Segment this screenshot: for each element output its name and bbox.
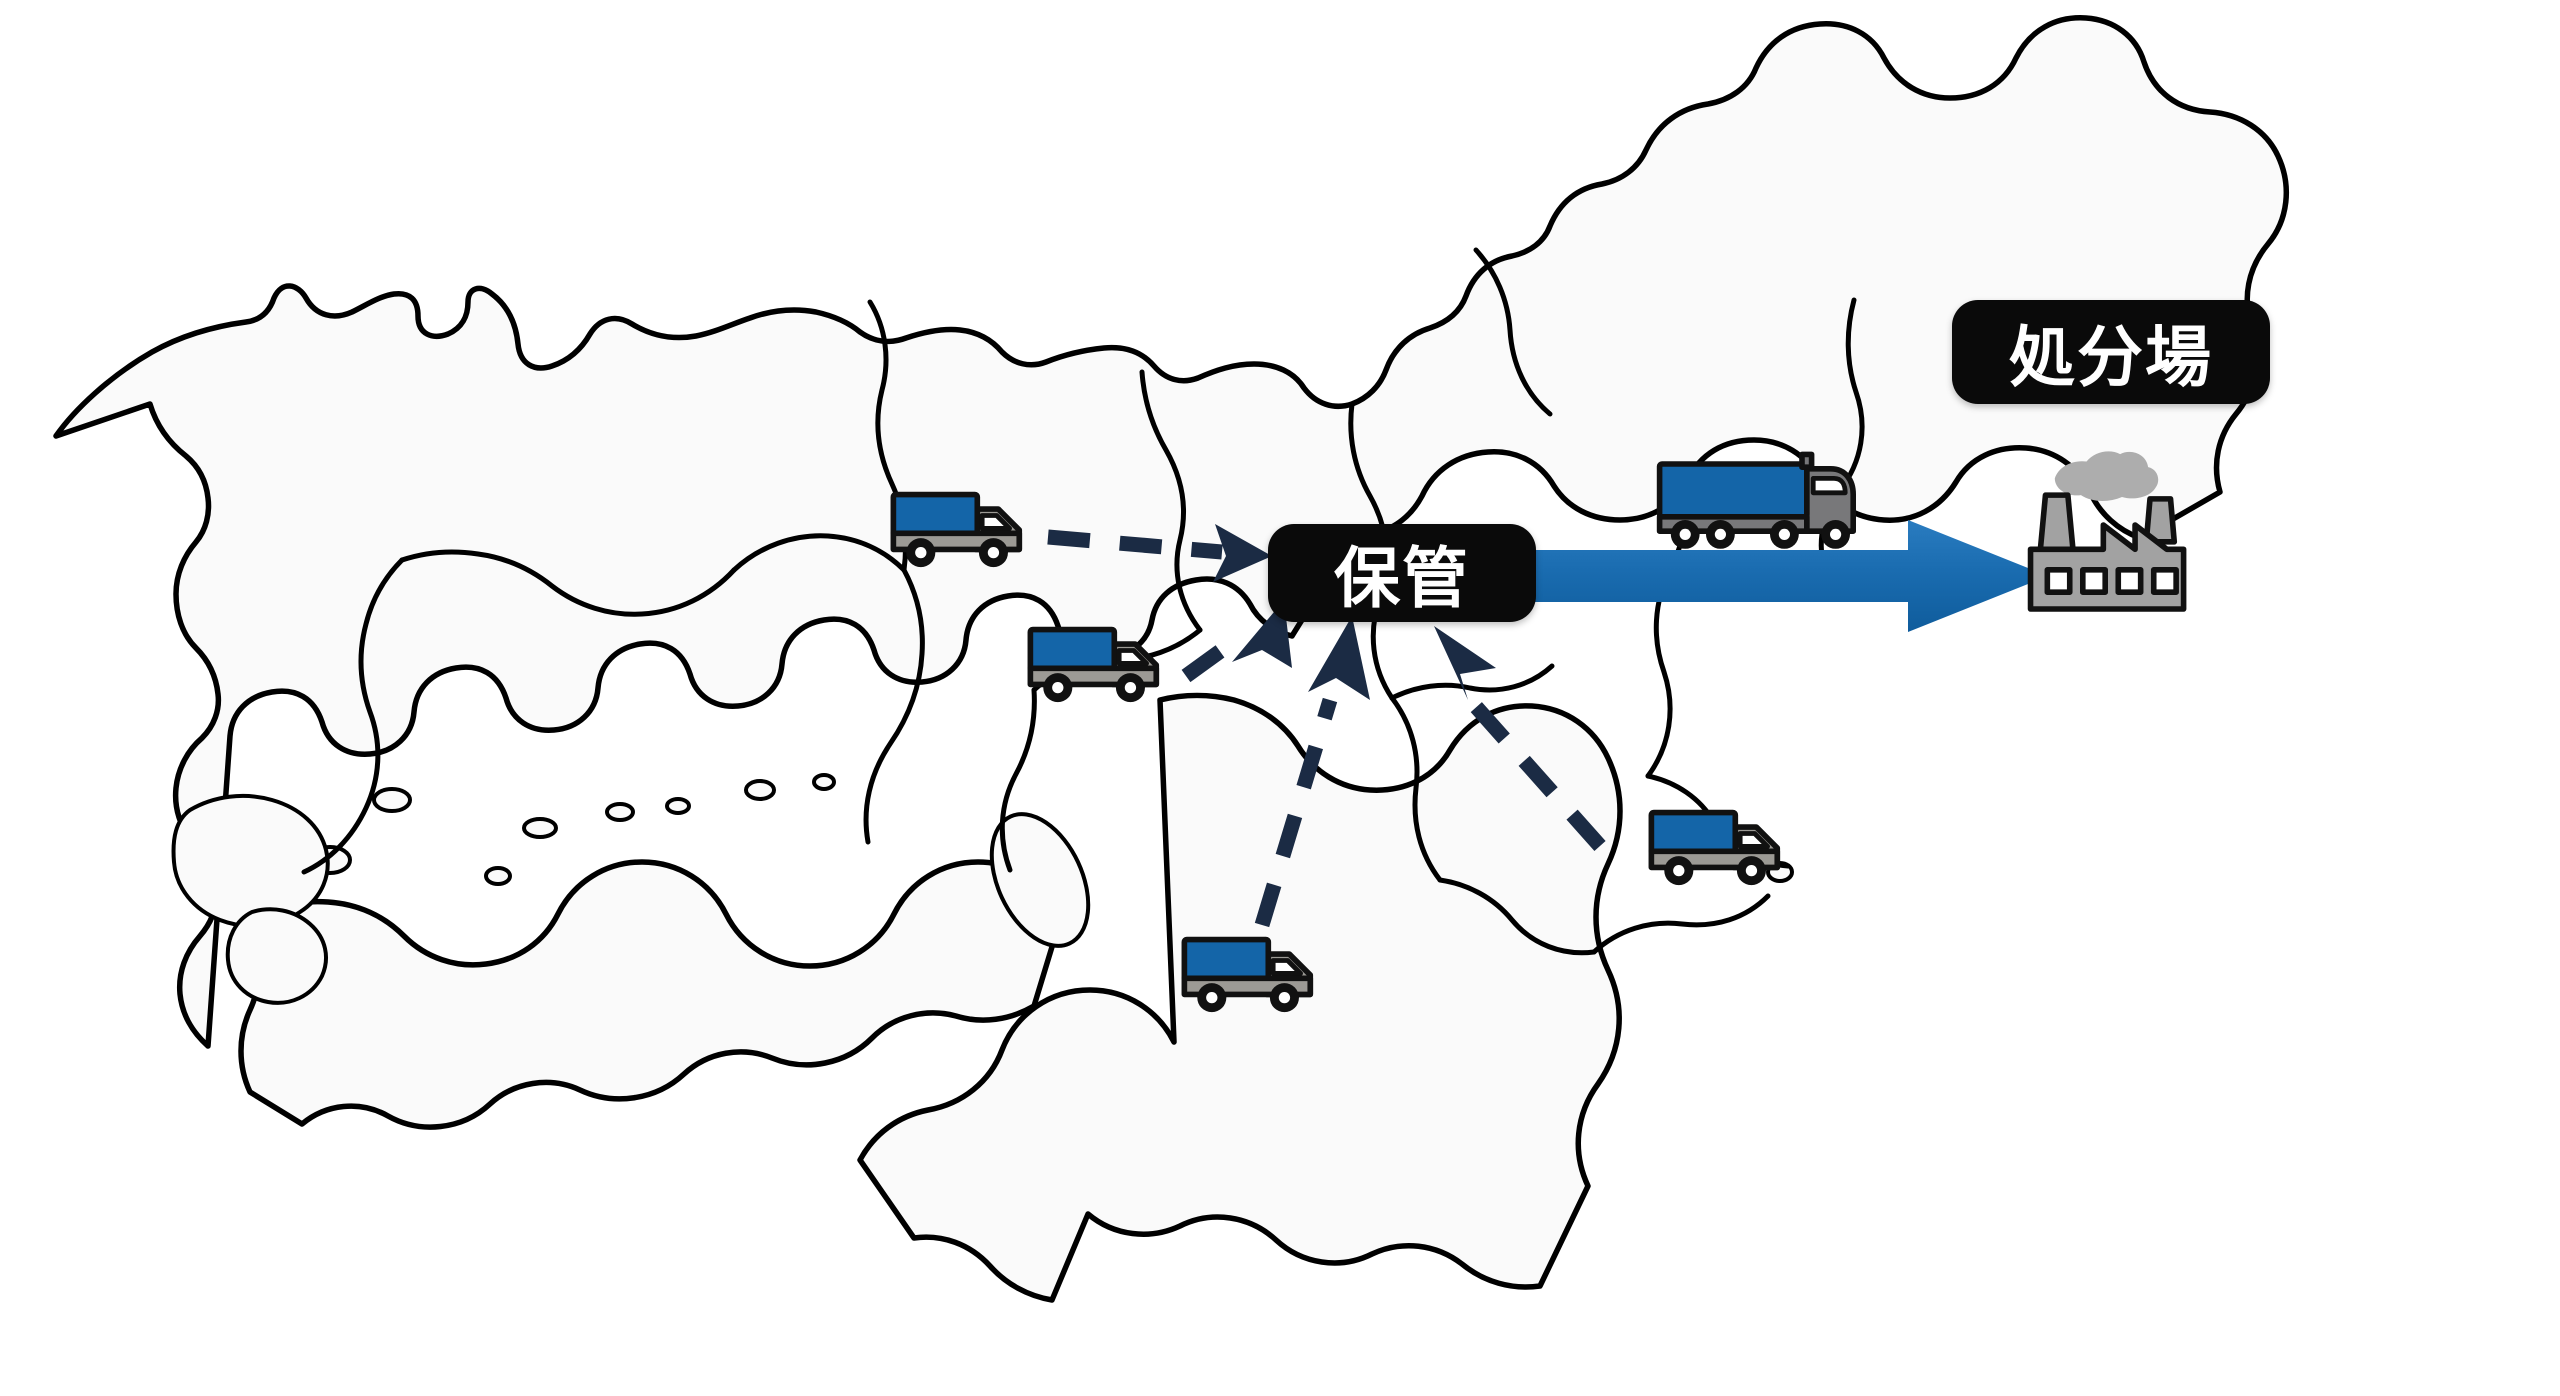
islet-4 bbox=[484, 866, 512, 886]
islet-7 bbox=[812, 773, 836, 791]
blue-arrow-shape bbox=[1528, 520, 2048, 632]
factory-window-3 bbox=[2115, 567, 2144, 595]
islet-3 bbox=[665, 797, 691, 815]
disposal-label-badge: 処分場 bbox=[1952, 300, 2270, 404]
disposal-label-text: 処分場 bbox=[2009, 320, 2213, 394]
kii-peninsula bbox=[857, 692, 1623, 1303]
shikoku-island bbox=[238, 859, 1065, 1130]
border-17 bbox=[999, 687, 1037, 873]
islet-cluster-west-2 bbox=[225, 907, 328, 1005]
border-10 bbox=[1437, 877, 1597, 956]
awaji-island bbox=[989, 812, 1091, 948]
border-9 bbox=[1389, 695, 1443, 883]
border-4 bbox=[863, 567, 925, 845]
border-1 bbox=[399, 549, 737, 617]
chimney-left bbox=[2037, 492, 2077, 558]
truck-icon-northwest bbox=[890, 491, 1023, 568]
islet-6 bbox=[744, 779, 776, 801]
islet-cluster-west bbox=[171, 793, 330, 929]
islet-5 bbox=[372, 787, 412, 813]
border-3 bbox=[301, 557, 405, 875]
border-11 bbox=[1591, 893, 1771, 955]
islet-2 bbox=[605, 802, 635, 822]
factory-icon bbox=[2027, 451, 2187, 612]
truck-icon-large-hauler bbox=[1656, 451, 1856, 549]
islet-1 bbox=[522, 817, 558, 839]
chimney-right bbox=[2143, 496, 2178, 545]
factory-window-1 bbox=[2044, 567, 2073, 595]
smoke-icon bbox=[2054, 451, 2159, 501]
border-6 bbox=[1139, 369, 1203, 633]
storage-label-text: 保管 bbox=[1334, 541, 1470, 615]
storage-to-disposal-arrow bbox=[1528, 520, 2048, 632]
border-2 bbox=[731, 533, 907, 573]
truck-icon-west bbox=[1027, 626, 1160, 703]
border-14 bbox=[1473, 247, 1553, 417]
truck-icon-south bbox=[1181, 936, 1314, 1013]
factory-window-4 bbox=[2150, 567, 2179, 595]
storage-label-badge: 保管 bbox=[1268, 524, 1536, 622]
factory-window-2 bbox=[2080, 567, 2108, 595]
truck-icon-east bbox=[1648, 809, 1781, 886]
